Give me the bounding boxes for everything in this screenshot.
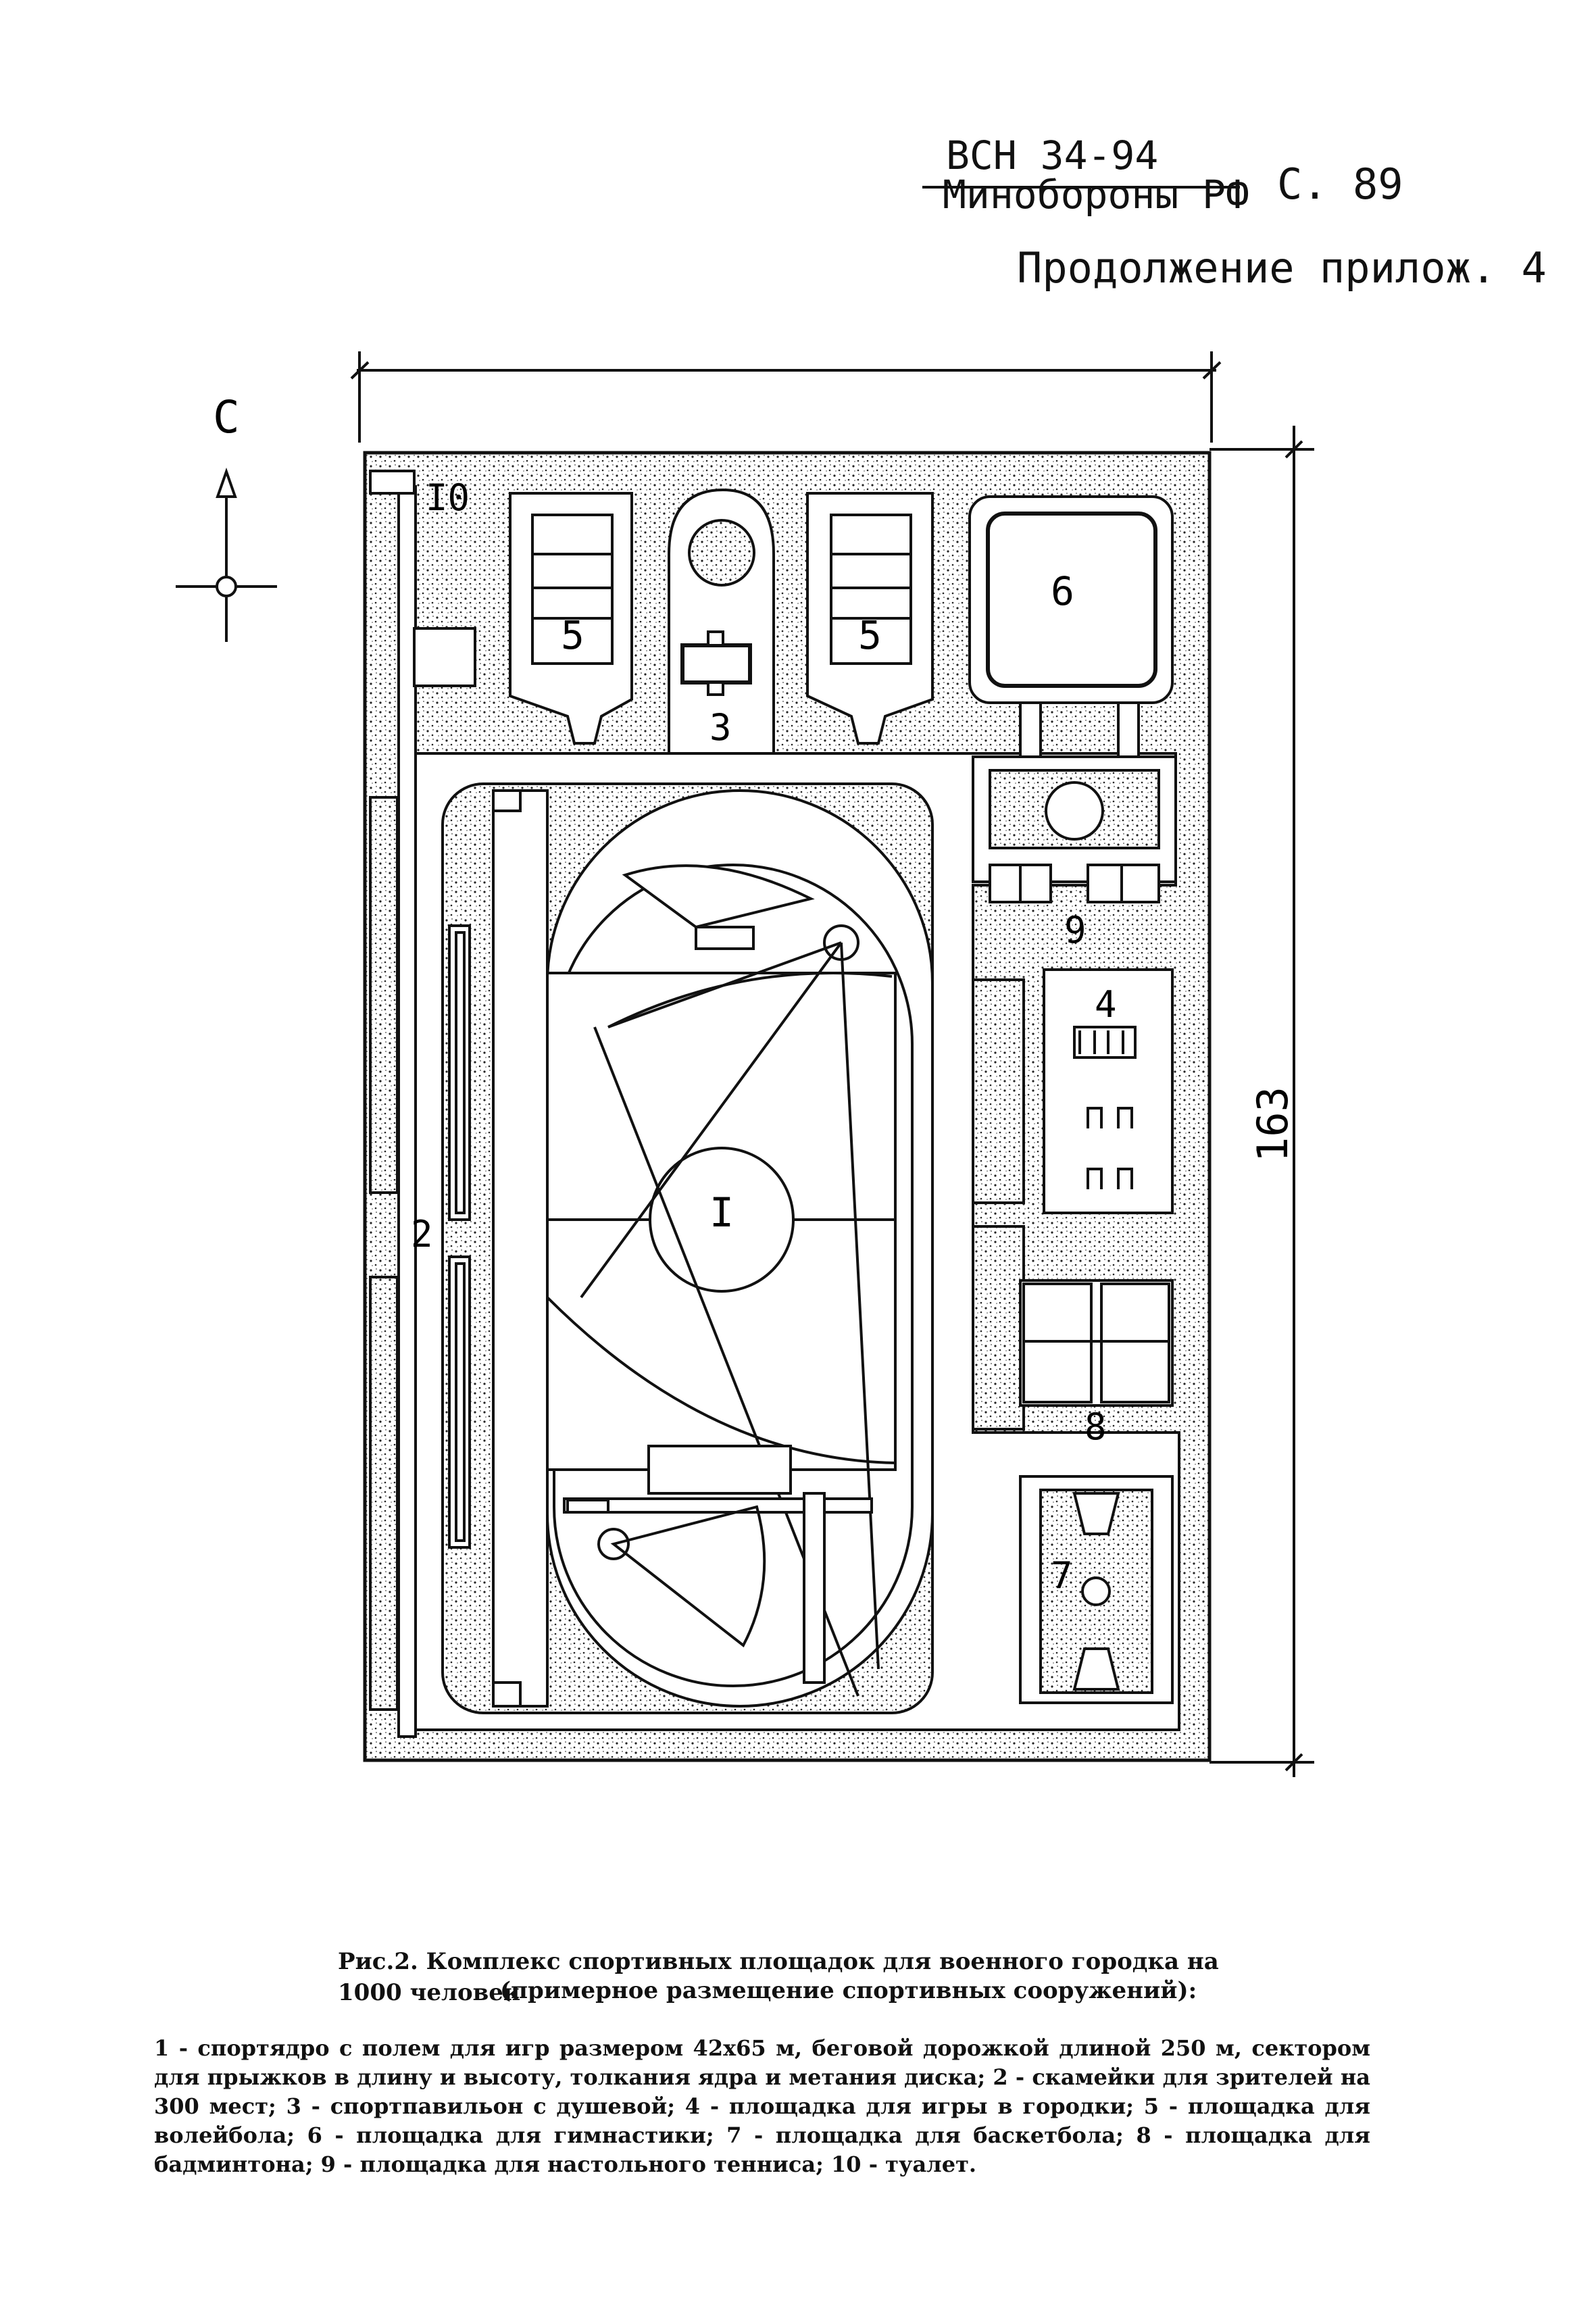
gymnastics-area <box>968 495 1174 758</box>
zone-label-10: I0 <box>426 476 470 519</box>
header-rule <box>922 186 1240 189</box>
zone-label-4: 4 <box>1095 983 1117 1026</box>
figure-subtitle: (примерное размещение спортивных сооруже… <box>500 1977 1197 2004</box>
zone-label-9: 9 <box>1064 909 1087 951</box>
right-dimension <box>1210 426 1314 1777</box>
volleyball-court-left <box>509 492 633 745</box>
stadium-core <box>441 782 934 1714</box>
zone-label-6: 6 <box>1051 568 1074 614</box>
figure-title: Рис.2. Комплекс спортивных площадок для … <box>338 1948 1219 2006</box>
north-arrow-icon <box>176 467 277 642</box>
page-number: С. 89 <box>1277 159 1403 209</box>
dimension-label: 163 <box>1248 1087 1297 1162</box>
top-dimension <box>350 351 1222 443</box>
zone-label-7: 7 <box>1051 1554 1073 1597</box>
zone-label-5-left: 5 <box>561 612 584 658</box>
figure-legend: 1 - спортядро с полем для игр размером 4… <box>154 2035 1370 2177</box>
sports-pavilion <box>668 488 775 755</box>
document-organization: Минобороны РФ <box>943 172 1249 218</box>
zone-label-3: 3 <box>709 706 732 749</box>
basketball-court <box>1019 1475 1174 1704</box>
spectator-stands <box>369 796 471 1711</box>
appendix-continuation: Продолжение прилож. 4 <box>1017 243 1547 293</box>
zone-label-5-right: 5 <box>858 612 882 658</box>
zone-label-1: I <box>709 1189 734 1237</box>
document-code: ВСН 34-94 <box>946 132 1159 178</box>
badminton-court <box>972 1225 1174 1430</box>
toilet-block <box>369 470 476 687</box>
volleyball-court-right <box>806 492 934 745</box>
gorodki-court <box>972 968 1174 1214</box>
north-label: С <box>213 391 240 443</box>
table-tennis-area <box>972 755 1177 903</box>
zone-label-2: 2 <box>411 1213 433 1255</box>
zone-label-8: 8 <box>1084 1405 1107 1448</box>
